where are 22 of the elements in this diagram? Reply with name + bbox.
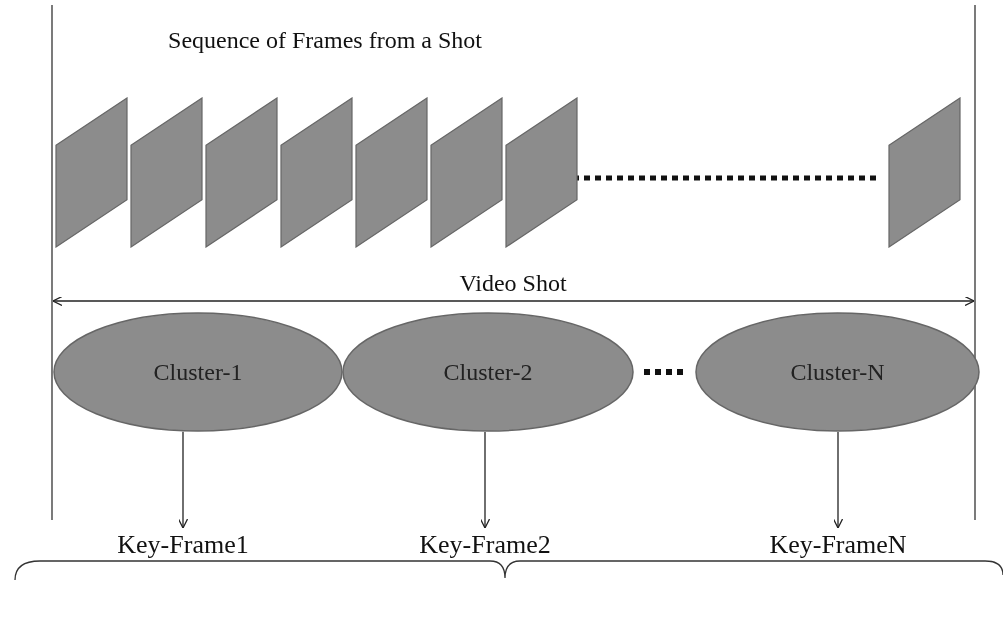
frame-shape <box>505 97 578 248</box>
dimension-label: Video Shot <box>459 269 567 297</box>
frame-shape <box>130 97 203 248</box>
cluster-ellipse <box>695 312 980 432</box>
cluster-ellipse <box>342 312 634 432</box>
frame-shape <box>280 97 353 248</box>
cluster-label: Cluster-N <box>790 358 885 386</box>
frame-shape <box>355 97 428 248</box>
key-frame-label: Key-Frame1 <box>117 530 249 560</box>
arrow <box>479 431 491 529</box>
key-frame-label: Key-Frame2 <box>419 530 551 560</box>
cluster-label: Cluster-1 <box>153 358 243 386</box>
frame-shape <box>888 97 961 248</box>
frame-shape <box>205 97 278 248</box>
cluster-label: Cluster-2 <box>443 358 533 386</box>
cluster-ellipse <box>53 312 343 432</box>
arrow <box>177 431 189 529</box>
arrow <box>832 431 844 529</box>
key-frame-label: Key-FrameN <box>769 530 907 560</box>
frame-shape <box>55 97 128 248</box>
frame-shape <box>430 97 503 248</box>
title: Sequence of Frames from a Shot <box>168 26 482 54</box>
